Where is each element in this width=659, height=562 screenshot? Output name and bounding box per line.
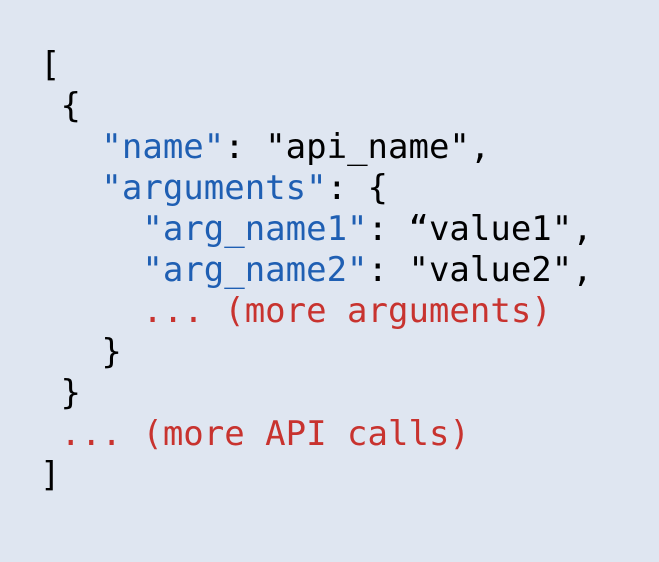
code-line-arg2: "arg_name2": "value2", — [40, 250, 593, 291]
json-code-block: [ { "name": "api_name", "arguments": { "… — [40, 45, 593, 496]
code-line-open-object: { — [40, 86, 593, 127]
open-bracket: [ — [40, 45, 61, 85]
name-value: "api_name", — [265, 127, 491, 167]
arg-name2-separator: : — [367, 250, 409, 290]
arg-name1-value: “value1", — [408, 209, 593, 249]
code-line-close-arguments: } — [40, 332, 593, 373]
arg-name2-value: "value2", — [408, 250, 593, 290]
arg-name2-key: "arg_name2" — [142, 250, 368, 290]
close-arguments-brace: } — [101, 332, 122, 372]
code-line-close-array: ] — [40, 455, 593, 496]
close-bracket: ] — [40, 455, 61, 495]
arg-name1-separator: : — [367, 209, 409, 249]
close-object-brace: } — [60, 373, 81, 413]
code-line-arg1: "arg_name1": “value1", — [40, 209, 593, 250]
more-api-calls-placeholder: ... (more API calls) — [60, 414, 470, 454]
code-line-name: "name": "api_name", — [40, 127, 593, 168]
code-line-close-object: } — [40, 373, 593, 414]
code-line-more-arguments: ... (more arguments) — [40, 291, 593, 332]
name-separator: : — [224, 127, 266, 167]
code-line-more-api-calls: ... (more API calls) — [40, 414, 593, 455]
open-brace: { — [60, 86, 81, 126]
code-line-open-array: [ — [40, 45, 593, 86]
name-key: "name" — [101, 127, 225, 167]
arguments-separator: : { — [326, 168, 389, 208]
code-line-arguments: "arguments": { — [40, 168, 593, 209]
arg-name1-key: "arg_name1" — [142, 209, 368, 249]
more-arguments-placeholder: ... (more arguments) — [142, 291, 552, 331]
arguments-key: "arguments" — [101, 168, 327, 208]
